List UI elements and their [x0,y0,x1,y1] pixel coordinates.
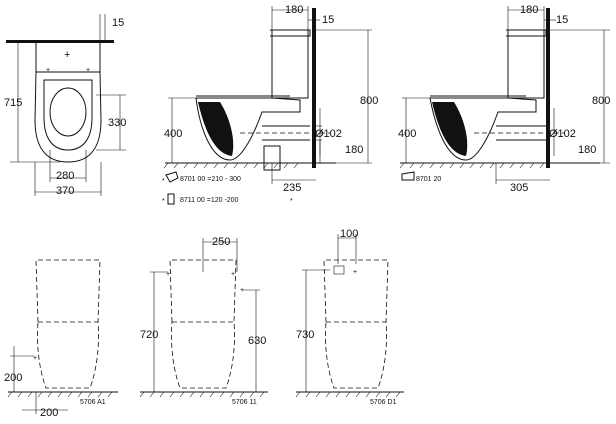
floor-hatch-f3 [295,391,401,398]
button-plate-3 [333,265,345,275]
side1-dim-102: Ø102 [315,128,342,140]
top-dim-280: 280 [56,170,74,182]
outlet-pipe-2 [496,125,546,141]
part-8701-20: 8701 20 [416,176,441,183]
cistern-front-1 [35,259,101,323]
model-5706-11: 5706 11 [232,399,257,406]
side1-dim-235: 235 [283,182,301,194]
part-8701-00: 8701 00 =210 - 300 [180,176,241,183]
side2-dim-800: 800 [592,95,610,107]
bowl-front-1 [37,321,99,389]
part-icon-a [165,171,179,183]
bowl-side [195,97,301,161]
side1-dim-800: 800 [360,95,378,107]
cistern-lid-2 [506,29,547,37]
floor-hatch-f1 [7,391,113,398]
left-marker: + [46,67,50,74]
cistern-side [271,29,309,99]
asterisk-a: * [162,178,165,185]
wall [312,8,316,168]
front3-dim-100: 100 [340,228,358,240]
floor-hatch [163,162,299,169]
conn-marker-3: + [353,269,357,276]
bowl-front-2 [171,321,235,389]
side1-dim-400: 400 [164,128,182,140]
top-marker: + [64,49,70,61]
side1-dim-15: 15 [322,14,334,26]
bowl-inner-2 [432,102,468,156]
side-view-2: 180 15 800 400 Ø102 180 305 8701 20 [398,4,610,194]
top-view: + + + 15 715 330 280 370 [4,14,126,197]
side2-dim-305: 305 [510,182,528,194]
front-view-1: + 200 200 5706 A1 [4,259,118,419]
bowl-side-2 [429,97,537,161]
front-view-3: + 100 730 5706 D1 [295,228,404,406]
top-dim-15: 15 [112,17,124,29]
front1-dim-200-height: 200 [4,372,22,384]
front3-dim-730: 730 [296,329,314,341]
side2-dim-180-bottom: 180 [578,144,596,156]
side2-dim-400: 400 [398,128,416,140]
part-8711-00: 8711 00 =120 -200 [180,197,239,204]
top-wall [6,40,114,43]
side2-dim-180-top: 180 [520,4,538,16]
model-5706-d1: 5706 D1 [370,399,397,406]
bowl-inner [198,102,234,156]
cistern-side-2 [507,29,545,99]
front2-dim-630: 630 [248,335,266,347]
seat-outline [43,79,93,151]
front2-dim-250: 250 [212,236,230,248]
conn-left-2: + [166,271,170,278]
top-dim-370: 370 [56,185,74,197]
top-dim-330: 330 [108,117,126,129]
front1-dim-200-offset: 200 [40,407,58,419]
outlet-adapter [263,145,281,171]
wall-2 [546,8,550,168]
toilet-outline-top [34,41,102,163]
side1-dim-180-top: 180 [285,4,303,16]
part-icon-c [401,171,415,181]
bowl-front-3 [325,321,387,389]
asterisk-c: * [290,198,293,205]
floor-hatch-f2 [139,391,265,398]
side-view-1: 180 15 800 400 Ø102 180 235 * 8701 00 =2… [162,4,378,205]
right-marker: + [86,67,90,74]
inlet-marker-2: + [240,287,244,294]
cistern-lid [270,29,311,37]
conn-right-2: + [231,271,235,278]
side2-dim-15: 15 [556,14,568,26]
bowl-opening [49,87,87,137]
front2-dim-720: 720 [140,329,158,341]
model-5706-a1: 5706 A1 [80,399,106,406]
floor-hatch-2 [399,162,545,169]
inlet-marker-1: + [33,355,37,362]
side2-dim-102: Ø102 [549,128,576,140]
outlet-pipe [262,125,310,141]
part-icon-b [167,193,175,205]
top-dim-715: 715 [4,97,22,109]
front-view-2: + + + 250 720 630 5706 11 [139,236,268,406]
asterisk-b: * [162,198,165,205]
side1-dim-180-bottom: 180 [345,144,363,156]
